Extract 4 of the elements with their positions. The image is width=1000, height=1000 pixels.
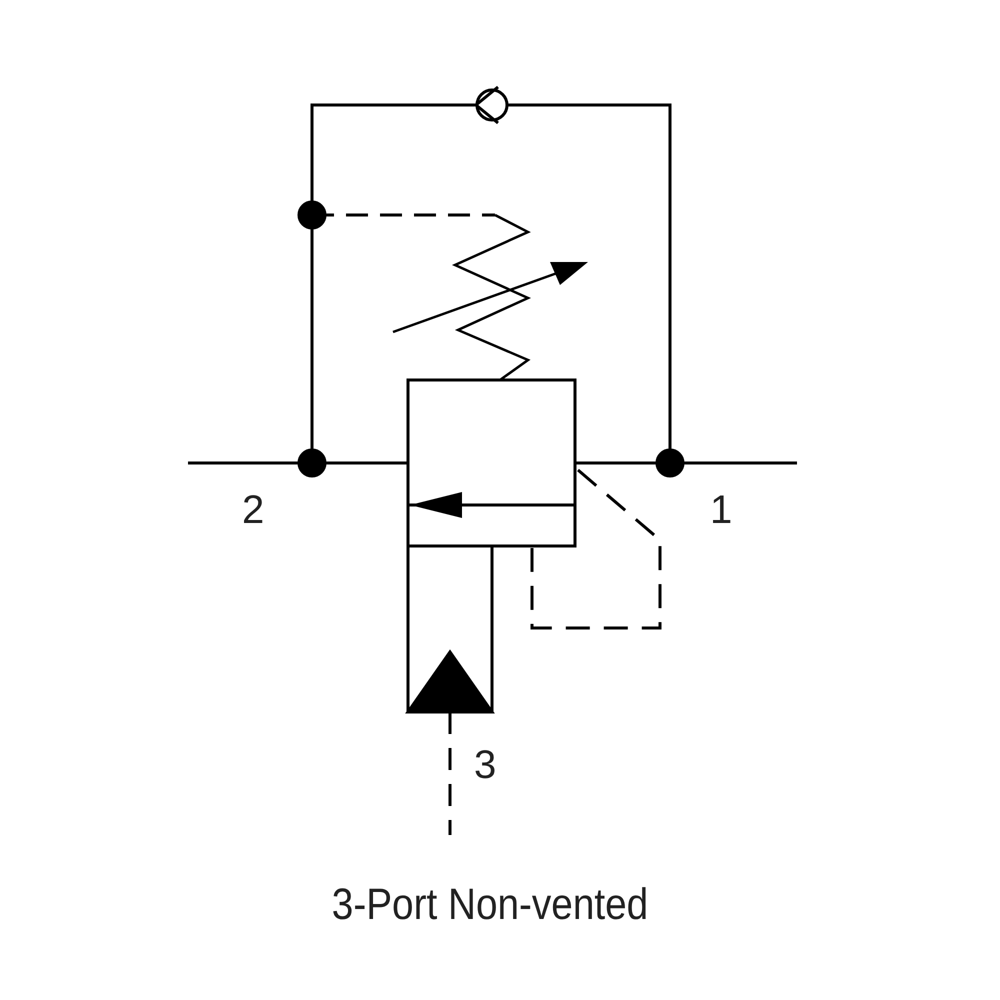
port-number: 2 <box>242 490 264 530</box>
caption: 3-Port Non-vented <box>330 880 650 930</box>
port-number: 1 <box>710 490 732 530</box>
port-number: 3 <box>474 745 496 785</box>
